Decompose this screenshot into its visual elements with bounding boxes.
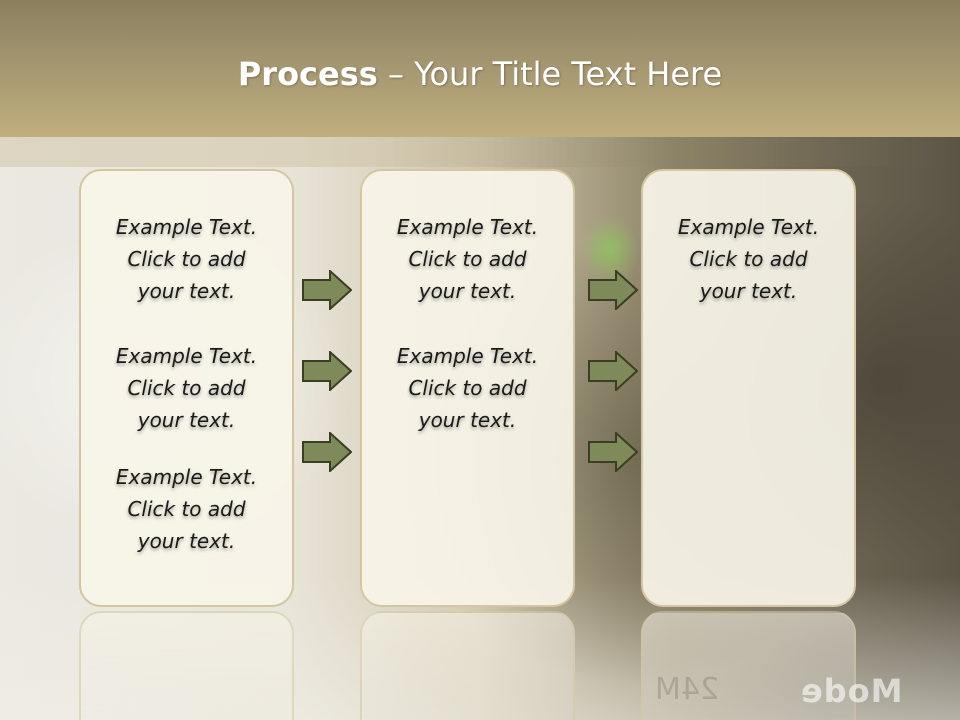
process-box-1-text-1[interactable]: Example Text. Click to add your text.: [81, 211, 292, 307]
slide-title-rest: – Your Title Text Here: [377, 55, 723, 93]
background-reflected-label: Mode: [800, 672, 903, 710]
right-arrow-icon[interactable]: [302, 432, 352, 472]
text-line: your text.: [418, 279, 517, 303]
text-line: Click to add: [408, 376, 527, 400]
process-box-3-text-1[interactable]: Example Text. Click to add your text.: [643, 211, 854, 307]
right-arrow-icon[interactable]: [588, 351, 638, 391]
text-line: Click to add: [127, 376, 246, 400]
title-underline-band: [0, 137, 960, 167]
text-line: your text.: [137, 408, 236, 432]
text-line: Example Text.: [396, 344, 539, 368]
process-box-3-reflection: [641, 611, 856, 720]
title-bar: [0, 0, 960, 137]
text-line: Example Text.: [677, 215, 820, 239]
right-arrow-icon[interactable]: [588, 270, 638, 310]
background-green-light: [580, 215, 640, 285]
process-box-1[interactable]: Example Text. Click to add your text. Ex…: [79, 169, 294, 607]
text-line: your text.: [699, 279, 798, 303]
process-box-2-text-2[interactable]: Example Text. Click to add your text.: [362, 340, 573, 436]
process-box-1-text-3[interactable]: Example Text. Click to add your text.: [81, 461, 292, 557]
background-reflected-number: 24M: [655, 672, 720, 707]
process-box-2-reflection: [360, 611, 575, 720]
right-arrow-icon[interactable]: [588, 432, 638, 472]
text-line: Click to add: [127, 247, 246, 271]
process-box-1-text-2[interactable]: Example Text. Click to add your text.: [81, 340, 292, 436]
text-line: your text.: [418, 408, 517, 432]
slide-title[interactable]: Process – Your Title Text Here: [0, 52, 960, 96]
process-box-1-reflection: [79, 611, 294, 720]
process-box-2[interactable]: Example Text. Click to add your text. Ex…: [360, 169, 575, 607]
process-box-2-text-1[interactable]: Example Text. Click to add your text.: [362, 211, 573, 307]
text-line: your text.: [137, 529, 236, 553]
text-line: Example Text.: [115, 465, 258, 489]
right-arrow-icon[interactable]: [302, 270, 352, 310]
text-line: Click to add: [127, 497, 246, 521]
process-box-3[interactable]: Example Text. Click to add your text.: [641, 169, 856, 607]
right-arrow-icon[interactable]: [302, 351, 352, 391]
text-line: Example Text.: [115, 344, 258, 368]
text-line: Example Text.: [115, 215, 258, 239]
slide-title-bold: Process: [237, 55, 378, 93]
text-line: Example Text.: [396, 215, 539, 239]
text-line: your text.: [137, 279, 236, 303]
text-line: Click to add: [408, 247, 527, 271]
text-line: Click to add: [689, 247, 808, 271]
